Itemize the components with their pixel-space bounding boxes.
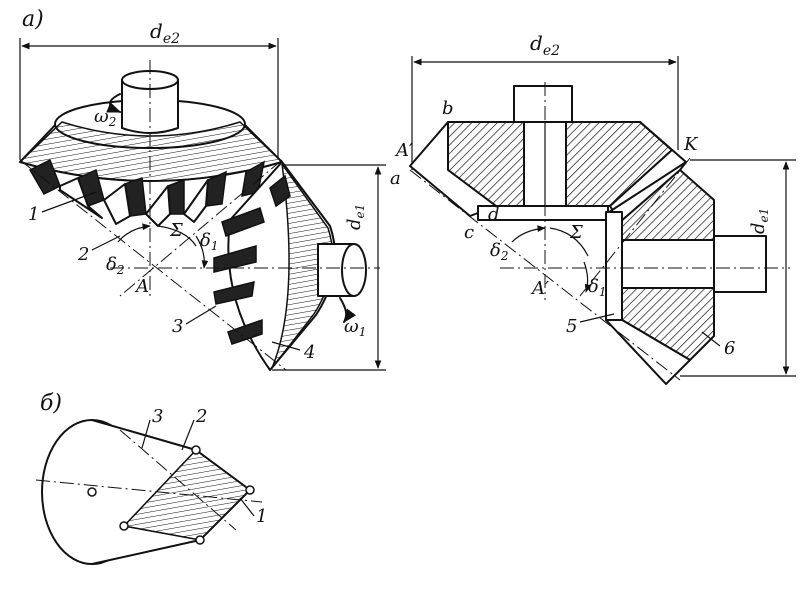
cone-point-top — [191, 445, 201, 455]
cone-callout-3-leader — [141, 419, 151, 449]
omega2-rotation-arrow — [106, 93, 122, 113]
delta1-arc — [195, 235, 209, 269]
cone-apex-point — [87, 487, 97, 497]
point-k-label: K — [683, 134, 699, 155]
callout-6: 6 — [724, 338, 735, 359]
omega1-rotation-arrow — [339, 297, 357, 324]
delta2-label: δ2 — [490, 240, 508, 263]
de1-label: de1 — [748, 208, 771, 234]
cone-callout-2: 2 — [195, 406, 207, 427]
upper-shaft — [513, 85, 573, 123]
pitch-line-left — [19, 159, 287, 371]
callout-4: 4 — [303, 342, 315, 363]
callout-2: 2 — [77, 244, 89, 265]
upper-gear-teeth — [28, 158, 266, 227]
delta1-label: δ1 — [588, 276, 606, 299]
pinion-shaft-end — [341, 243, 367, 297]
delta2-arc — [511, 225, 546, 243]
point-b-label: b — [442, 98, 454, 119]
delta1-arc — [583, 261, 592, 293]
left-gear-view: de2 ω2 — [18, 19, 386, 371]
callout-6-leader — [701, 331, 721, 347]
point-a-prime-label: A′ — [394, 140, 413, 161]
pinion-teeth — [213, 174, 291, 345]
callout-5-leader — [579, 313, 615, 323]
pitch-line-right — [119, 159, 283, 297]
cone-callout-1: 1 — [256, 506, 267, 527]
right-section-view: de2 de1 b A′ a c — [390, 31, 796, 385]
de2-label: de2 — [530, 31, 560, 59]
cone-callout-1-leader — [239, 497, 255, 517]
pitch-cone-view: 3 2 1 — [35, 406, 267, 565]
point-c-label: c — [464, 222, 474, 243]
omega1-label: ω1 — [344, 316, 366, 339]
pitch-line-a — [409, 169, 681, 381]
pinion-shaft — [713, 235, 767, 293]
cone-point-right — [245, 485, 255, 495]
delta1-label: δ1 — [200, 230, 218, 253]
de2-label: de2 — [150, 19, 180, 47]
de1-label: de1 — [344, 204, 367, 230]
apex-label: A — [134, 276, 149, 297]
sigma-arc — [549, 227, 589, 257]
cone-callout-2-leader — [181, 419, 195, 451]
cone-point-left — [119, 521, 129, 531]
sigma-label: Σ — [569, 222, 583, 243]
point-a-label: a — [390, 168, 401, 189]
pitch-line-k — [579, 157, 691, 297]
pinion-bore — [621, 239, 715, 289]
omega2-label: ω2 — [94, 106, 116, 129]
point-d-label: d — [488, 204, 500, 225]
panel-b-label: б) — [40, 391, 62, 416]
cone-point-bottom — [195, 535, 205, 545]
cone-callout-3: 3 — [152, 406, 163, 427]
callout-4-leader — [271, 341, 301, 351]
sigma-label: Σ — [169, 220, 183, 241]
callout-3: 3 — [172, 316, 183, 337]
callout-1-leader — [41, 191, 97, 213]
callout-1: 1 — [28, 204, 39, 225]
apex-label: A′ — [530, 278, 549, 299]
cone-axis — [35, 479, 263, 503]
callout-3-leader — [185, 305, 217, 325]
callout-5: 5 — [566, 316, 577, 337]
callout-2-leader — [91, 235, 121, 251]
cone-pitch-line — [119, 429, 237, 531]
delta2-arc — [117, 223, 151, 243]
contact-line-top — [123, 449, 197, 527]
sigma-arc — [157, 225, 197, 247]
upper-shaft — [121, 79, 179, 134]
panel-a-label: а) — [22, 7, 44, 32]
pinion-hub-web — [605, 211, 623, 321]
delta2-label: δ2 — [106, 254, 124, 277]
contact-line-bottom — [123, 525, 201, 541]
